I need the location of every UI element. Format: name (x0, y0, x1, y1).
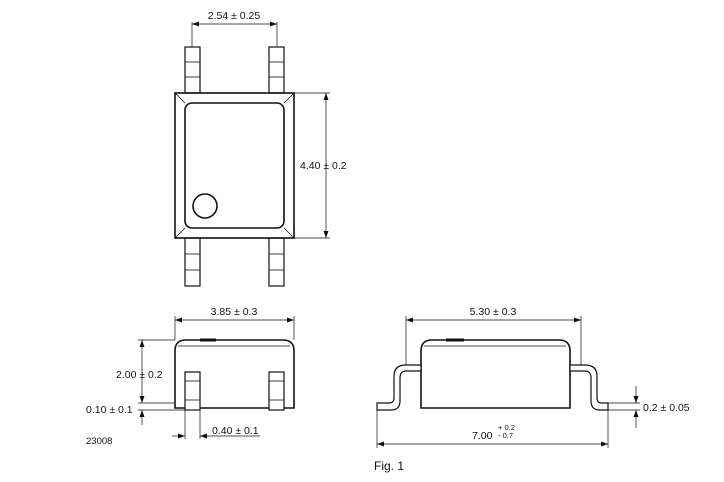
standoff-label: 0.10 ± 0.1 (86, 404, 133, 416)
dim-side-body-width: 5.30 ± 0.3 (405, 306, 582, 365)
lead-width-label: 0.40 ± 0.1 (212, 425, 259, 437)
overall-span-tol-minus: - 0.7 (498, 431, 513, 440)
front-view-lead-right (268, 371, 285, 411)
top-view-body-top-face (184, 102, 285, 229)
front-view-lead-left (184, 371, 201, 411)
side-view-lead-left (376, 364, 422, 411)
lead-thickness-label: 0.2 ± 0.05 (643, 402, 690, 414)
dim-pin-pitch: 2.54 ± 0.25 (191, 10, 278, 47)
pin1-marker (192, 193, 218, 219)
top-view-pin-lower-right (268, 237, 285, 287)
top-view: 2.54 ± 0.25 4.40 ± 0.2 (174, 10, 347, 287)
overall-span-tol-plus: + 0.2 (498, 423, 515, 432)
side-view: 5.30 ± 0.3 0.2 ± 0.05 7.00 + 0.2 - 0.7 (376, 306, 690, 448)
top-view-pin-upper-left (184, 46, 201, 94)
dim-lead-thickness: 0.2 ± 0.05 (608, 386, 690, 428)
side-view-lead-right (569, 364, 609, 411)
dim-front-body-width: 3.85 ± 0.3 (174, 306, 295, 340)
body-length-label: 4.40 ± 0.2 (300, 160, 347, 172)
top-view-body-outline (174, 92, 295, 239)
dim-standoff: 0.10 ± 0.1 (86, 402, 175, 425)
top-view-pin-lower-left (184, 237, 201, 287)
dim-body-length: 4.40 ± 0.2 (294, 92, 347, 239)
top-view-pin-upper-right (268, 46, 285, 94)
side-view-body (420, 339, 571, 409)
dim-overall-span: 7.00 + 0.2 - 0.7 (376, 410, 609, 448)
dim-height: 2.00 ± 0.2 (116, 339, 185, 411)
height-label: 2.00 ± 0.2 (116, 369, 163, 381)
figure-caption: Fig. 1 (374, 459, 404, 473)
front-view: 3.85 ± 0.3 2.00 ± 0.2 0.10 ± 0.1 0.4 (86, 306, 295, 447)
dim-lead-width: 0.40 ± 0.1 (172, 410, 260, 439)
overall-span-nominal: 7.00 (472, 430, 493, 442)
front-body-width-label: 3.85 ± 0.3 (211, 306, 258, 318)
pin-pitch-label: 2.54 ± 0.25 (208, 10, 261, 22)
front-view-body (174, 339, 295, 409)
drawing-number: 23008 (86, 436, 112, 447)
side-body-width-label: 5.30 ± 0.3 (470, 306, 517, 318)
